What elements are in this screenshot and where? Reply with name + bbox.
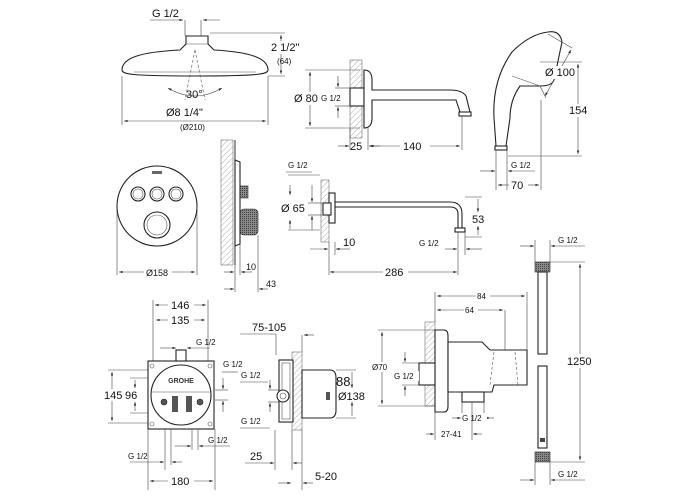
- box-width-base: 180: [171, 476, 189, 488]
- trim-diameter: Ø158: [146, 268, 168, 278]
- outlet-length-total: 84: [477, 292, 486, 301]
- head-diameter-mm: (Ø210): [180, 123, 205, 132]
- head-shower-view: G 1/2 2 1/2" (64) 30° Ø8 1/4" (Ø210): [121, 8, 304, 132]
- arm-wall: 10: [343, 237, 355, 249]
- shower-arm-view: Ø 65 G 1/2 53 10 G 1/2 286: [280, 161, 484, 279]
- hand-shower-body: [493, 31, 563, 147]
- arm-drop: 53: [472, 214, 484, 226]
- brand-logo: GROHE: [168, 378, 194, 385]
- box-thread-right: G 1/2: [223, 360, 243, 369]
- hose-view: G 1/2 1250 G 1/2: [520, 236, 596, 485]
- side-button: [239, 185, 249, 199]
- arm-thread-out: G 1/2: [419, 239, 439, 248]
- arm-thread-in: G 1/2: [288, 161, 308, 170]
- bath-spout-view: Ø 80 G 1/2 25 140: [293, 59, 472, 153]
- outlet-length-inner: 64: [465, 306, 474, 315]
- wall-outlet-view: 84 64 Ø70 88 G 1/2 G 1/2 27-41: [336, 290, 528, 440]
- side-thread-upper: G 1/2: [241, 371, 261, 380]
- side-knob: [239, 208, 259, 236]
- hose-length: 1250: [567, 356, 591, 368]
- spout-diameter: Ø 80: [294, 93, 318, 105]
- box-height-outer: 145: [104, 390, 122, 402]
- thermostat-trim-view: Ø158 10 43: [116, 139, 276, 292]
- hand-thread: G 1/2: [511, 161, 531, 170]
- head-shower-body: [121, 35, 269, 77]
- side-depth-range: 75-105: [252, 322, 286, 334]
- brand-logo-small: [152, 171, 162, 174]
- box-height-inner: 96: [125, 390, 137, 402]
- rough-in-side-view: 75-105 G 1/2 G 1/2 Ø138 25 5-20: [240, 322, 365, 490]
- outlet-range: 27-41: [441, 430, 462, 439]
- side-adjust: 5-20: [315, 471, 337, 483]
- head-diameter-in: Ø8 1/4": [166, 107, 203, 119]
- temperature-knob: [143, 211, 171, 239]
- outlet-diameter: Ø70: [372, 363, 388, 372]
- hand-height: 154: [569, 105, 587, 117]
- spout-length: 140: [403, 141, 421, 153]
- head-thread-label: G 1/2: [152, 8, 179, 20]
- arm-rosette: Ø 65: [281, 203, 305, 215]
- side-thread-lower: G 1/2: [241, 417, 261, 426]
- spout-wall-depth: 25: [350, 141, 362, 153]
- side-diameter: Ø138: [338, 391, 365, 403]
- box-thread-bottom-left: G 1/2: [128, 452, 148, 461]
- hand-shower-view: Ø 100 154 G 1/2 70: [480, 31, 590, 192]
- box-thread-top: G 1/2: [196, 338, 216, 347]
- hose-thread-bottom: G 1/2: [558, 470, 578, 479]
- hand-width: 70: [511, 180, 523, 192]
- trim-projection-b: 43: [266, 279, 276, 289]
- trim-projection-a: 10: [246, 262, 256, 272]
- head-angle: 30°: [186, 89, 203, 101]
- arm-length: 286: [385, 267, 403, 279]
- spout-thread: G 1/2: [321, 94, 341, 103]
- side-offset: 25: [250, 451, 262, 463]
- box-width-outer: 146: [171, 300, 189, 312]
- hose-thread-top: G 1/2: [558, 236, 578, 245]
- hose-nut-top: [534, 261, 551, 273]
- outlet-thread-in: G 1/2: [394, 372, 414, 381]
- head-height-mm: (64): [277, 57, 292, 66]
- hose-nut-bottom: [534, 451, 551, 463]
- box-width-inner: 135: [171, 315, 189, 327]
- rough-in-box-view: GROHE 146 135 G 1/2 G 1/2 145 96: [103, 298, 243, 490]
- box-thread-bottom-right: G 1/2: [208, 436, 228, 445]
- hand-diameter: Ø 100: [545, 67, 575, 79]
- head-height-in: 2 1/2": [271, 42, 299, 54]
- outlet-side-label: 88: [336, 374, 350, 389]
